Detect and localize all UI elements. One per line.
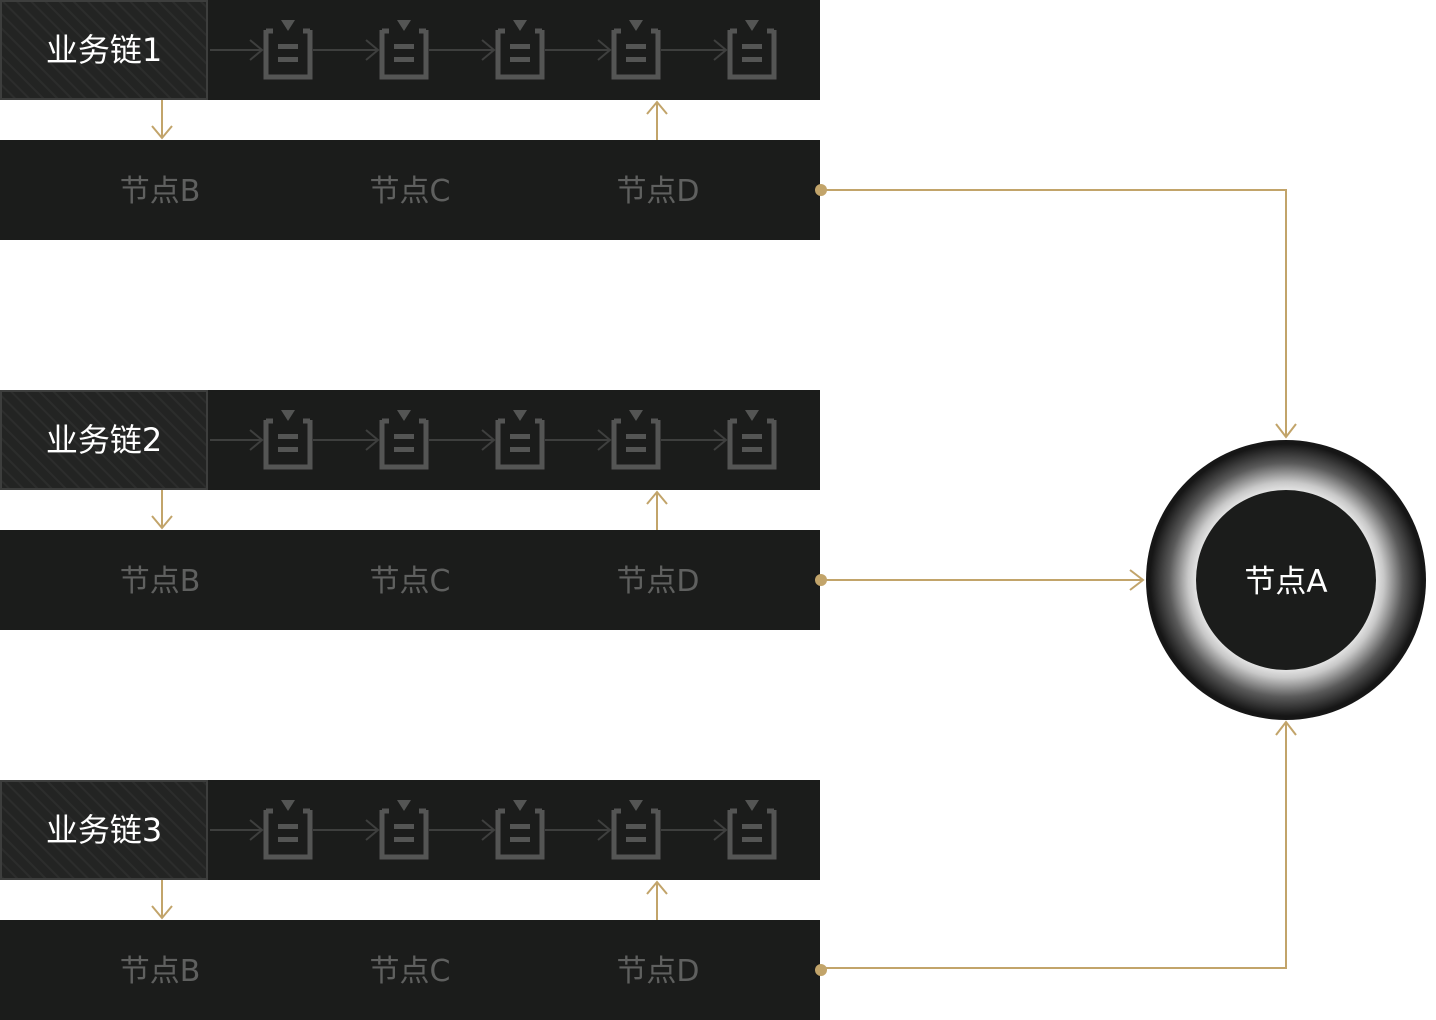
node-panel bbox=[0, 530, 820, 630]
arrow-down-icon bbox=[151, 880, 173, 920]
block-document-icon bbox=[727, 410, 777, 470]
arrow-up-icon bbox=[646, 880, 668, 920]
arrow-down-icon bbox=[1275, 423, 1297, 439]
node-label: 节点B bbox=[120, 564, 201, 599]
arrow-right-icon bbox=[210, 429, 264, 451]
node-label: 节点B bbox=[120, 954, 201, 989]
arrow-right-icon bbox=[313, 39, 380, 61]
block-document-icon bbox=[727, 20, 777, 80]
node-label: 节点C bbox=[370, 174, 451, 209]
arrow-right-icon bbox=[545, 39, 612, 61]
chain-label: 业务链1 bbox=[46, 31, 162, 69]
arrow-right-icon bbox=[429, 819, 496, 841]
chain-label: 业务链2 bbox=[46, 421, 162, 459]
connector-dot bbox=[815, 964, 827, 976]
center-node-label: 节点A bbox=[1244, 564, 1327, 600]
chain-label-background bbox=[0, 390, 208, 490]
node-panel bbox=[0, 140, 820, 240]
block-document-icon bbox=[495, 410, 545, 470]
block-document-icon bbox=[495, 20, 545, 80]
block-document-icon bbox=[611, 800, 661, 860]
chain-label-background bbox=[0, 0, 208, 100]
block-document-icon bbox=[379, 800, 429, 860]
connector-line-1 bbox=[821, 189, 1287, 436]
arrow-right-icon bbox=[661, 819, 728, 841]
chain-label-box[interactable]: 业务链3 bbox=[0, 780, 208, 880]
node-label: 节点C bbox=[370, 564, 451, 599]
arrow-up-icon bbox=[646, 100, 668, 140]
node-label: 节点D bbox=[616, 564, 699, 599]
business-chain-3: 业务链3 节点B 节点C 节点D bbox=[0, 780, 827, 1020]
block-document-icon bbox=[263, 410, 313, 470]
block-document-icon bbox=[495, 800, 545, 860]
center-node-core bbox=[1196, 490, 1376, 670]
arrow-up-icon bbox=[646, 490, 668, 530]
arrow-down-icon bbox=[151, 490, 173, 530]
arrow-right-icon bbox=[210, 819, 264, 841]
arrow-down-icon bbox=[151, 100, 173, 140]
node-label: 节点C bbox=[370, 954, 451, 989]
chain-label: 业务链3 bbox=[46, 811, 162, 849]
block-document-icon bbox=[379, 410, 429, 470]
node-label: 节点D bbox=[616, 174, 699, 209]
connector-lines bbox=[821, 189, 1297, 969]
center-node[interactable]: 节点A bbox=[1146, 440, 1426, 720]
business-chain-2: 业务链2 节点B 节点C 节点D bbox=[0, 390, 827, 630]
node-panel bbox=[0, 920, 820, 1020]
arrow-right-icon bbox=[661, 429, 728, 451]
arrow-right-icon bbox=[1129, 569, 1145, 591]
arrow-right-icon bbox=[313, 819, 380, 841]
arrow-right-icon bbox=[661, 39, 728, 61]
connector-line-3 bbox=[821, 723, 1287, 969]
arrow-right-icon bbox=[545, 429, 612, 451]
chain-label-background bbox=[0, 780, 208, 880]
block-document-icon bbox=[379, 20, 429, 80]
business-chain-1: 业务链1 节点B 节点C 节点D bbox=[0, 0, 827, 240]
block-document-icon bbox=[727, 800, 777, 860]
arrow-right-icon bbox=[210, 39, 264, 61]
chain-label-box[interactable]: 业务链1 bbox=[0, 0, 208, 100]
node-label: 节点B bbox=[120, 174, 201, 209]
block-document-icon bbox=[611, 410, 661, 470]
arrow-right-icon bbox=[545, 819, 612, 841]
block-document-icon bbox=[263, 20, 313, 80]
block-document-icon bbox=[611, 20, 661, 80]
chain-label-box[interactable]: 业务链2 bbox=[0, 390, 208, 490]
arrow-right-icon bbox=[429, 39, 496, 61]
arrow-right-icon bbox=[313, 429, 380, 451]
arrow-right-icon bbox=[429, 429, 496, 451]
arrow-up-icon bbox=[1275, 720, 1297, 736]
block-document-icon bbox=[263, 800, 313, 860]
node-label: 节点D bbox=[616, 954, 699, 989]
